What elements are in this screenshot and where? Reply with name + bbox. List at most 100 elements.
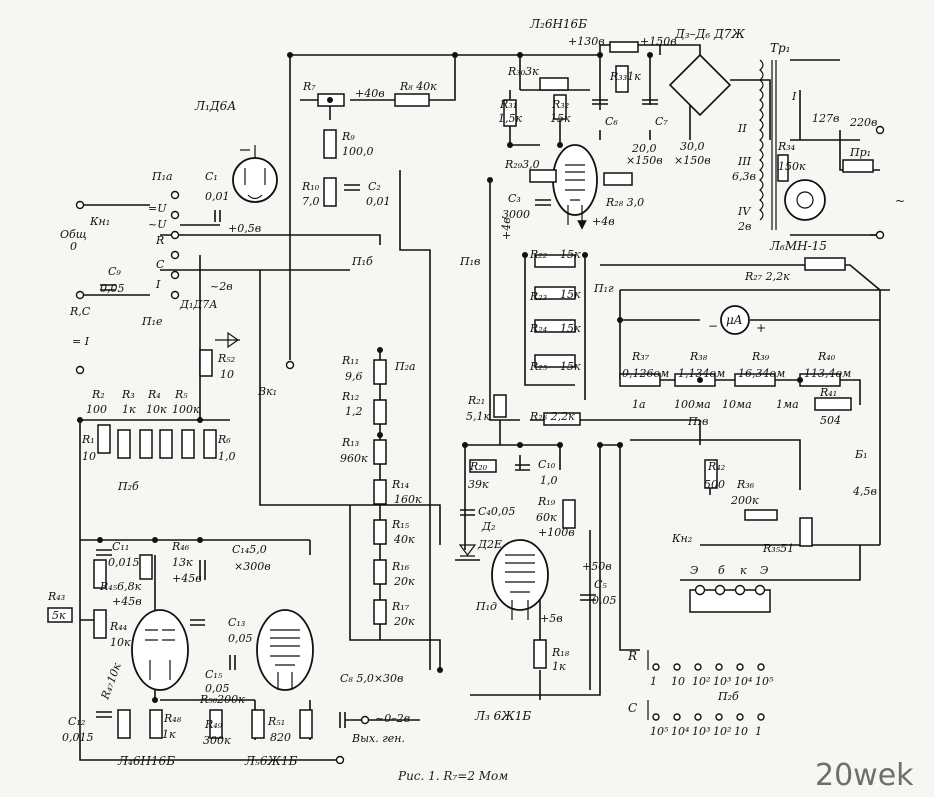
label-r22v: 15к xyxy=(560,248,581,261)
label-r38: R₃₈ xyxy=(689,350,708,363)
label-r44: R₄₄ xyxy=(109,620,127,633)
watermark: 20wek xyxy=(815,758,914,793)
label-gen-out: Вых. ген. xyxy=(351,732,405,745)
label-r2v: 100 xyxy=(86,403,107,416)
label-r14: R₁₄ xyxy=(391,478,409,491)
label-r51v: 820 xyxy=(270,731,291,744)
label-r38v: 1,134ом xyxy=(678,367,725,380)
label-c2: C₂ xyxy=(368,180,381,193)
label-c7: C₇ xyxy=(655,115,668,128)
label-plus5: +5в xyxy=(540,612,563,625)
label-winding-4: IV xyxy=(737,205,751,218)
label-r1: R₁ xyxy=(81,433,95,446)
label-c10: C₁₀ xyxy=(538,458,556,471)
label-r8: R₈ 40к xyxy=(399,80,437,93)
label-r3: R₃ xyxy=(121,388,135,401)
switch-c-value: 10³ xyxy=(692,725,710,738)
label-kn2: Кн₂ xyxy=(671,532,692,545)
label-r35: R₃₅51 xyxy=(762,542,794,555)
label-r26: R₂₆ 2,2к xyxy=(529,410,575,423)
label-r39v: 16,34ом xyxy=(738,367,785,380)
label-c10v: 1,0 xyxy=(540,474,558,487)
label-r11v: 9,6 xyxy=(345,370,363,383)
label-r21: R₂₁ xyxy=(467,394,485,407)
label-r20: R₂₀ xyxy=(469,460,488,473)
switch-c-contact xyxy=(694,713,702,721)
label-r41: R₄₁ xyxy=(819,386,837,399)
label-r32: R₃₂ xyxy=(551,98,569,111)
label-r37v: 0,126ом xyxy=(622,367,669,380)
label-r36: R₃₆ xyxy=(736,478,755,491)
diode-d1 xyxy=(215,331,240,349)
label-ac-2v: ~2в xyxy=(210,280,233,293)
label-r50: R₅₀200к xyxy=(199,693,245,706)
label-r5: R₅ xyxy=(174,388,188,401)
switch-c-value: 10 xyxy=(734,725,748,738)
label-r42v: 500 xyxy=(704,478,725,491)
label-eq-u: =U xyxy=(148,202,167,215)
label-v150: +150в xyxy=(640,35,677,48)
label-c1v: 0,01 xyxy=(205,190,230,203)
label-plus4: +4в xyxy=(592,215,615,228)
label-r16: R₁₆ xyxy=(391,560,410,573)
label-r31v: 1,5к xyxy=(498,112,522,125)
label-tube-l5: Л₅6Ж1Б xyxy=(244,754,298,768)
switch-r-contact xyxy=(673,663,681,671)
label-plus100: +100в xyxy=(538,526,575,539)
label-kn1: Кн₁ xyxy=(89,215,110,228)
label-plus4b: +4в xyxy=(500,217,513,240)
label-r12v: 1,2 xyxy=(345,405,363,418)
label-r5v: 100к xyxy=(172,403,200,416)
microammeter xyxy=(720,305,750,335)
switch-r-contact xyxy=(715,663,723,671)
label-input-r: R xyxy=(155,234,164,247)
label-c7v: 30,0 xyxy=(680,140,705,153)
label-b1: Б₁ xyxy=(854,448,868,461)
label-c14v: ×300в xyxy=(234,560,271,573)
junction-dots xyxy=(77,52,803,703)
label-r46: R₄₆ xyxy=(171,540,190,553)
switch-c-value: 10² xyxy=(713,725,731,738)
label-r45: R₄₅6,8к xyxy=(99,580,142,593)
label-r14v: 160к xyxy=(394,493,422,506)
tube-L1 xyxy=(232,145,278,203)
label-tube-l1: Л₁Д6А xyxy=(194,99,236,113)
label-r13: R₁₃ xyxy=(341,436,359,449)
switch-c-contact xyxy=(736,713,744,721)
label-c15v: 0,05 xyxy=(205,682,230,695)
label-c15: C₁₅ xyxy=(205,668,223,681)
switch-c-value: 10⁵ xyxy=(650,725,669,738)
switch-r-contact xyxy=(736,663,744,671)
label-common: Общ xyxy=(60,228,87,241)
label-r31: R₃₁ xyxy=(499,98,517,111)
label-p1d: П₁д xyxy=(475,600,497,613)
label-meter-minus: − xyxy=(708,319,718,333)
label-r13v: 960к xyxy=(340,452,368,465)
label-c11: C₁₁ xyxy=(112,540,129,553)
label-plus40: +40в xyxy=(355,87,385,100)
label-r25v: 15к xyxy=(560,360,581,373)
label-input-i: I xyxy=(155,278,161,291)
switch-c-contact xyxy=(757,713,765,721)
label-r39: R₃₉ xyxy=(751,350,770,363)
label-c9v: 0,05 xyxy=(100,282,125,295)
switch-r-value: 10 xyxy=(671,675,685,688)
label-r41v: 504 xyxy=(820,414,841,427)
label-p1b: П₁б xyxy=(351,255,373,268)
label-r47: R₄₇10к xyxy=(98,661,124,702)
label-r49v: 300к xyxy=(203,734,231,747)
label-r51: R₅₁ xyxy=(267,715,285,728)
label-r30: R₃₀3к xyxy=(507,65,539,78)
label-ac-u: ~U xyxy=(148,218,167,231)
label-tube-l3: Л₃ 6Ж1Б xyxy=(474,709,531,723)
label-r21v: 5,1к xyxy=(466,410,490,423)
label-r34: R₃₄ xyxy=(777,140,795,153)
tube-L3 xyxy=(491,539,549,620)
label-eq-i: = I xyxy=(72,335,90,348)
label-p1g: П₁г xyxy=(593,282,614,295)
label-winding-2: II xyxy=(737,122,747,135)
label-r17: R₁₇ xyxy=(391,600,410,613)
label-r48v: 1к xyxy=(162,728,176,741)
